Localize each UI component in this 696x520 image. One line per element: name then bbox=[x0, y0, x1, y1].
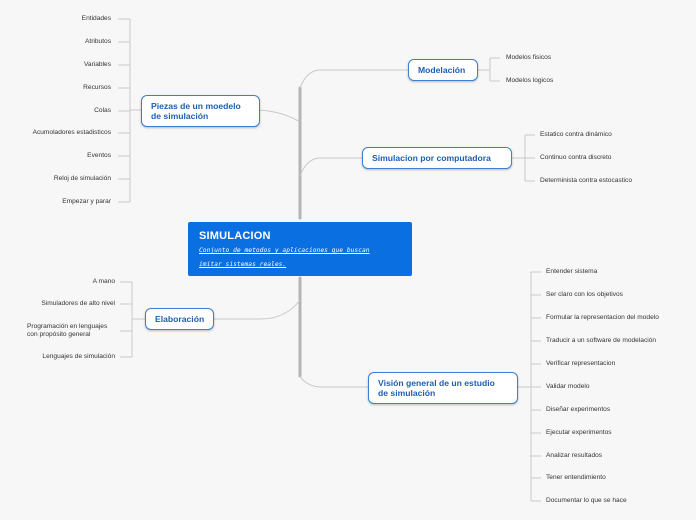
leaf-vision-4[interactable]: Traducir a un software de modelación bbox=[546, 337, 657, 344]
leaf-vision-3[interactable]: Formular la representacion del modelo bbox=[546, 314, 659, 321]
modelacion-ticks bbox=[478, 57, 500, 82]
leaf-simulacion-2[interactable]: Continuo contra discreto bbox=[540, 154, 612, 161]
leaf-piezas-1[interactable]: Entidades bbox=[81, 15, 111, 22]
simulacion-ticks bbox=[512, 134, 535, 182]
leaf-simulacion-1[interactable]: Estatico contra dinámico bbox=[540, 131, 612, 138]
leaf-vision-2[interactable]: Ser claro con los objetivos bbox=[546, 291, 623, 298]
vision-ticks bbox=[531, 271, 541, 502]
node-vision[interactable]: Visión general de un estudio de simulaci… bbox=[368, 372, 518, 404]
leaf-vision-9[interactable]: Analizar resultados bbox=[546, 452, 603, 459]
node-simulacion-computadora[interactable]: Simulacion por computadora bbox=[362, 147, 512, 169]
leaf-piezas-3[interactable]: Variables bbox=[84, 61, 111, 68]
node-modelacion-label: Modelación bbox=[418, 65, 466, 75]
vision-spine bbox=[518, 272, 532, 501]
leaf-elaboracion-3-line2: con propósito general bbox=[27, 331, 91, 338]
leaf-vision-11[interactable]: Documentar lo que se hace bbox=[546, 497, 627, 504]
leaf-piezas-7[interactable]: Eventos bbox=[87, 152, 111, 159]
root-node[interactable]: SIMULACION Conjunto de metodos y aplicac… bbox=[188, 222, 412, 276]
leaf-vision-6[interactable]: Validar modelo bbox=[546, 383, 590, 390]
piezas-ticks bbox=[118, 18, 130, 203]
node-elaboracion-label: Elaboración bbox=[155, 314, 205, 324]
node-vision-label-line2: de simulación bbox=[378, 388, 436, 398]
leaf-vision-10[interactable]: Tener entendimiento bbox=[546, 474, 606, 481]
leaf-vision-5[interactable]: Verificar representacion bbox=[546, 360, 616, 367]
leaf-vision-7[interactable]: Diseñar experimentos bbox=[546, 406, 611, 413]
link-piezas bbox=[259, 109, 301, 123]
node-vision-label-line1: Visión general de un estudio bbox=[378, 378, 495, 388]
leaf-piezas-5[interactable]: Colas bbox=[94, 107, 111, 114]
leaf-modelacion-1[interactable]: Modelos fisicos bbox=[506, 54, 552, 61]
node-piezas[interactable]: Piezas de un moedelo de simulación bbox=[141, 95, 260, 127]
leaf-piezas-9[interactable]: Empezar y parar bbox=[62, 198, 111, 205]
link-simulacion bbox=[299, 157, 362, 177]
leaf-elaboracion-3-line1: Programación en lenguajes bbox=[27, 323, 108, 330]
link-elaboracion bbox=[214, 299, 301, 320]
root-subtitle-line2: imitar sistemas reales. bbox=[199, 261, 287, 268]
node-modelacion[interactable]: Modelación bbox=[408, 59, 478, 81]
leaf-simulacion-3[interactable]: Determinista contra estocastico bbox=[540, 177, 632, 184]
root-title: SIMULACION bbox=[199, 230, 271, 242]
root-subtitle-line1: Conjunto de metodos y aplicaciones que b… bbox=[199, 247, 370, 254]
link-modelacion bbox=[299, 69, 408, 89]
leaf-piezas-2[interactable]: Atributos bbox=[84, 38, 111, 45]
node-elaboracion[interactable]: Elaboración bbox=[145, 308, 214, 330]
elaboracion-ticks bbox=[120, 281, 145, 358]
leaf-piezas-8[interactable]: Reloj de simulación bbox=[53, 175, 111, 182]
leaf-elaboracion-3[interactable]: Programación en lenguajes con propósito … bbox=[27, 323, 107, 339]
node-piezas-label-line1: Piezas de un moedelo bbox=[151, 101, 241, 111]
leaf-vision-8[interactable]: Ejecutar experimentos bbox=[546, 429, 612, 436]
node-piezas-label-line2: de simulación bbox=[151, 111, 209, 121]
leaf-piezas-6[interactable]: Acumoladores estadisticos bbox=[32, 129, 111, 136]
link-vision bbox=[299, 375, 368, 388]
leaf-vision-1[interactable]: Entender sistema bbox=[546, 268, 598, 275]
leaf-piezas-4[interactable]: Recursos bbox=[83, 84, 111, 91]
leaf-modelacion-2[interactable]: Modelos logicos bbox=[506, 77, 554, 84]
node-simulacion-label: Simulacion por computadora bbox=[372, 153, 491, 163]
leaf-elaboracion-1[interactable]: A mano bbox=[92, 278, 115, 285]
root-subtitle: Conjunto de metodos y aplicaciones que b… bbox=[199, 244, 401, 272]
leaf-elaboracion-2[interactable]: Simuladores de alto nivel bbox=[41, 300, 115, 307]
leaf-elaboracion-4[interactable]: Lenguajes de simulación bbox=[42, 353, 115, 360]
